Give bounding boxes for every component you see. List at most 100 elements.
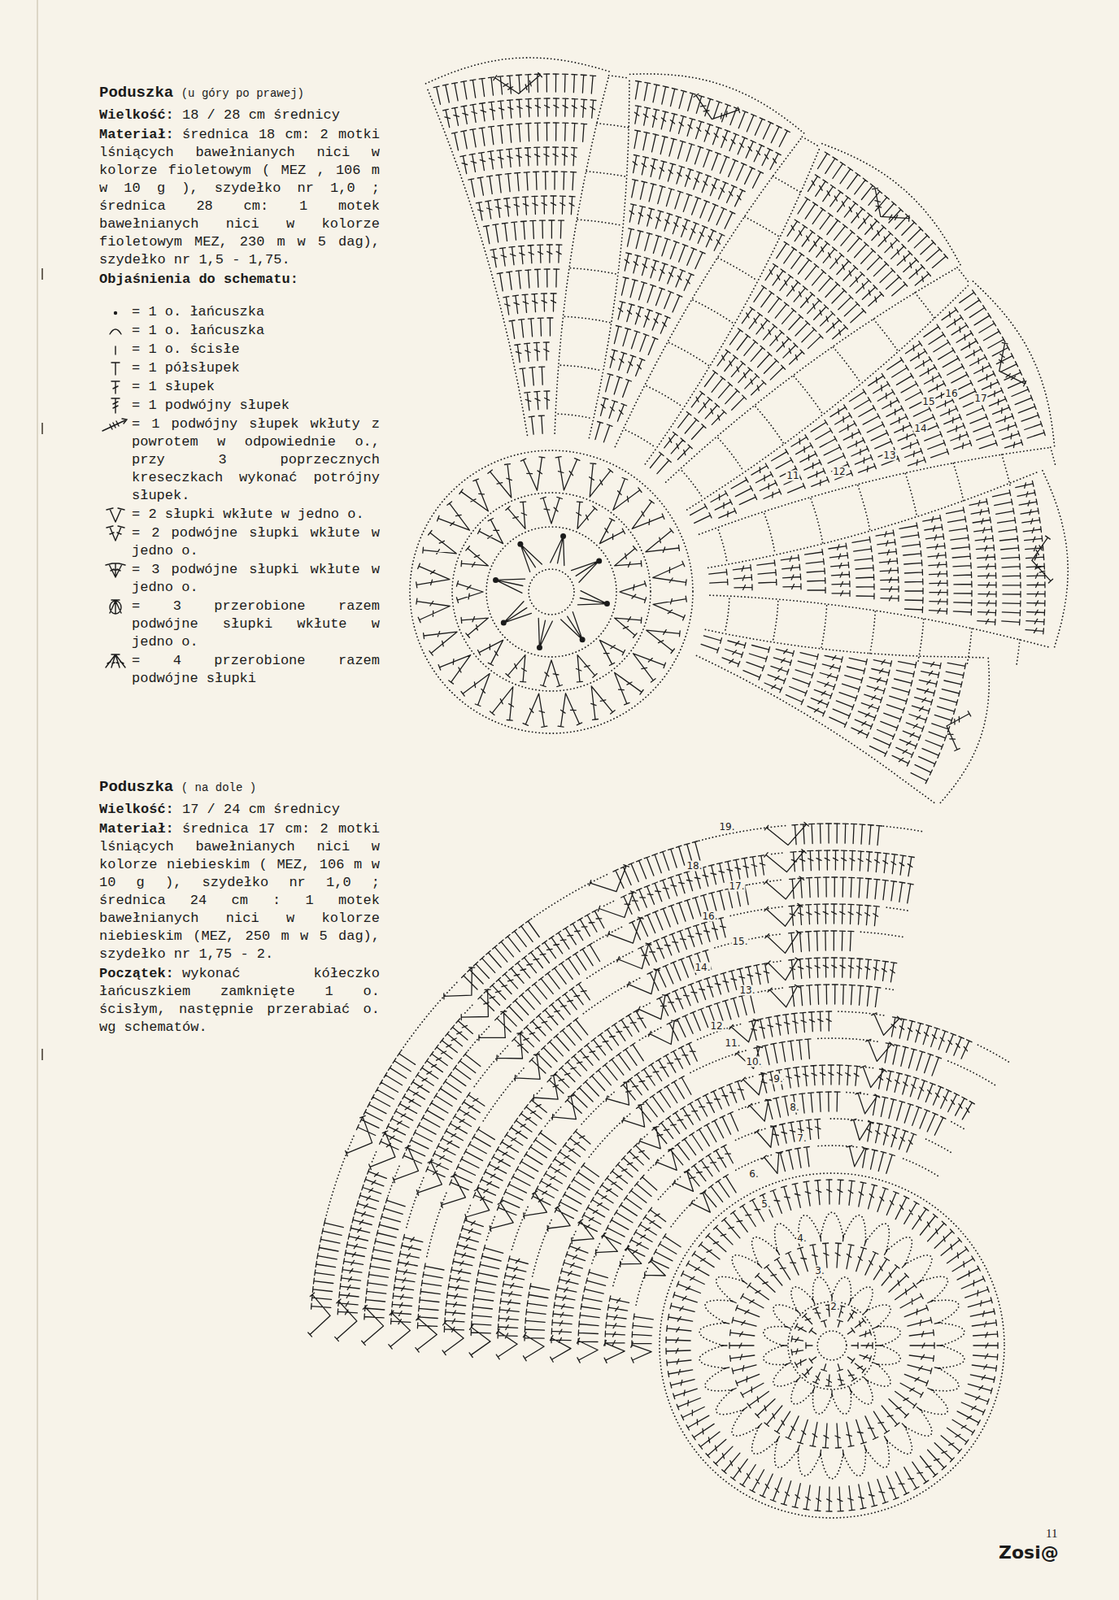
chain-stitches bbox=[831, 1390, 852, 1415]
pattern-text: średnica 17 cm: 2 motki lśniących bawełn… bbox=[99, 821, 380, 963]
chain-stitches bbox=[486, 526, 617, 658]
stitch-symbol bbox=[99, 396, 132, 415]
legend-row: = 3 przerobione razem podwójne słupki wk… bbox=[99, 597, 380, 652]
chain-stitches bbox=[773, 1364, 798, 1387]
text-paragraph: Poduszka( na dole ) bbox=[99, 778, 380, 797]
row-number: 9. bbox=[772, 1074, 784, 1085]
chain-stitches bbox=[716, 1390, 745, 1416]
row-number: 17. bbox=[727, 881, 745, 893]
chain-stitches bbox=[938, 1323, 965, 1346]
chain-stitches bbox=[426, 57, 610, 84]
text-paragraph: Materiał:średnica 18 cm: 2 motki lśniący… bbox=[99, 126, 380, 270]
chain-stitches bbox=[873, 319, 898, 352]
stitch-glyph bbox=[109, 600, 122, 614]
chain-stitches bbox=[586, 171, 627, 177]
stitch-symbol bbox=[99, 561, 132, 580]
chain-stitches bbox=[831, 1277, 852, 1302]
page-number: 11 bbox=[1045, 1527, 1058, 1541]
pattern-text: 17 / 24 cm średnicy bbox=[182, 801, 340, 818]
cluster-stitch bbox=[579, 636, 586, 643]
watermark: Zosi@ bbox=[998, 1543, 1059, 1564]
chain-stitches bbox=[609, 75, 631, 79]
chain-stitches bbox=[973, 281, 1055, 447]
chain-stitches bbox=[773, 961, 784, 963]
chain-stitches bbox=[860, 931, 904, 938]
chain-stitches bbox=[883, 826, 923, 832]
chain-stitches bbox=[532, 1218, 553, 1277]
pattern-title: Poduszka bbox=[99, 778, 174, 797]
chain-stitches bbox=[918, 619, 924, 662]
chain-stitches bbox=[744, 217, 780, 238]
chain-stitches bbox=[604, 900, 617, 906]
chain-stitches bbox=[625, 430, 654, 447]
cluster-stitch bbox=[517, 541, 523, 548]
chain-dot bbox=[113, 311, 118, 315]
row-number: 15 bbox=[921, 396, 936, 408]
chain-stitches bbox=[843, 1215, 866, 1243]
chain-stitches bbox=[775, 1440, 799, 1468]
chain-stitches bbox=[866, 1305, 891, 1328]
chain-stitches bbox=[725, 598, 730, 632]
row-number: 6. bbox=[748, 1169, 759, 1180]
row-number: 10. bbox=[744, 1057, 762, 1068]
binding-stitch bbox=[41, 422, 44, 435]
chain-stitches bbox=[755, 406, 784, 443]
cluster-stitch bbox=[500, 620, 507, 627]
chain-stitches bbox=[537, 1086, 545, 1094]
chain-stitches bbox=[886, 907, 909, 911]
chain-stitches bbox=[1042, 470, 1068, 649]
stitch-symbol bbox=[99, 359, 132, 378]
chain-stitches bbox=[646, 386, 683, 407]
field-label: Materiał: bbox=[99, 126, 175, 143]
row-number: 14 bbox=[913, 423, 928, 435]
legend-text: = 1 o. ścisłe bbox=[131, 340, 380, 359]
legend-row: = 4 przerobione razem podwójne słupki bbox=[99, 652, 380, 688]
row-number: 16 bbox=[944, 388, 958, 400]
chain-stitches bbox=[718, 257, 758, 281]
stitch-symbol bbox=[99, 378, 132, 397]
chain-stitches bbox=[588, 77, 630, 438]
chain-stitches bbox=[752, 1237, 778, 1266]
binding-stitch bbox=[41, 268, 44, 280]
chain-stitches bbox=[752, 1427, 778, 1455]
chain-stitches bbox=[812, 1277, 832, 1302]
chain-stitches bbox=[716, 1276, 745, 1302]
row-number: 2. bbox=[829, 1301, 841, 1313]
chain-stitches bbox=[557, 413, 591, 418]
chain-stitches bbox=[791, 1287, 814, 1312]
legend-row: = 1 o. ścisłe bbox=[99, 340, 380, 359]
stitch-glyph bbox=[111, 398, 120, 414]
chain-stitches bbox=[926, 1139, 953, 1154]
text-paragraph: Poduszka(u góry po prawej) bbox=[99, 83, 380, 103]
row-number: 18. bbox=[685, 861, 703, 872]
chain-stitches bbox=[564, 316, 610, 323]
stitch-symbol bbox=[99, 340, 132, 359]
chain-stitches bbox=[938, 657, 990, 806]
cluster-stitch bbox=[560, 533, 567, 540]
chain-stitches bbox=[690, 1049, 749, 1073]
legend-row: = 2 słupki wkłute w jedno o. bbox=[99, 505, 380, 524]
chain-stitches bbox=[718, 438, 744, 471]
chain-stitches bbox=[886, 1427, 912, 1455]
chain-stitches bbox=[914, 292, 935, 318]
chain-stitches bbox=[866, 1067, 874, 1069]
legend-text: = 1 słupek bbox=[131, 378, 380, 397]
chain-stitches bbox=[791, 1380, 814, 1405]
chain-stitches bbox=[572, 1231, 576, 1239]
chain-stitches bbox=[658, 1177, 681, 1201]
legend-text: = 3 podwójne słupki wkłute w jedno o. bbox=[131, 561, 380, 597]
chain-stitches bbox=[401, 981, 458, 1050]
chain-stitches bbox=[793, 376, 823, 414]
row-number: 12. bbox=[709, 1021, 727, 1032]
chain-stitches bbox=[718, 530, 728, 562]
chain-stitches bbox=[771, 853, 785, 855]
cluster-stitch bbox=[492, 577, 499, 584]
chain-stitches bbox=[643, 1001, 652, 1007]
pattern-text: średnica 18 cm: 2 motki lśniących bawełn… bbox=[99, 126, 380, 268]
legend-text: = 2 słupki wkłute w jedno o. bbox=[131, 505, 380, 524]
chain-stitches bbox=[919, 1390, 948, 1416]
legend-heading: Objaśnienia do schematu: bbox=[99, 271, 299, 288]
binding-edge bbox=[36, 0, 39, 1600]
chain-stitches bbox=[588, 1112, 632, 1158]
chain-stitches bbox=[709, 595, 1051, 649]
